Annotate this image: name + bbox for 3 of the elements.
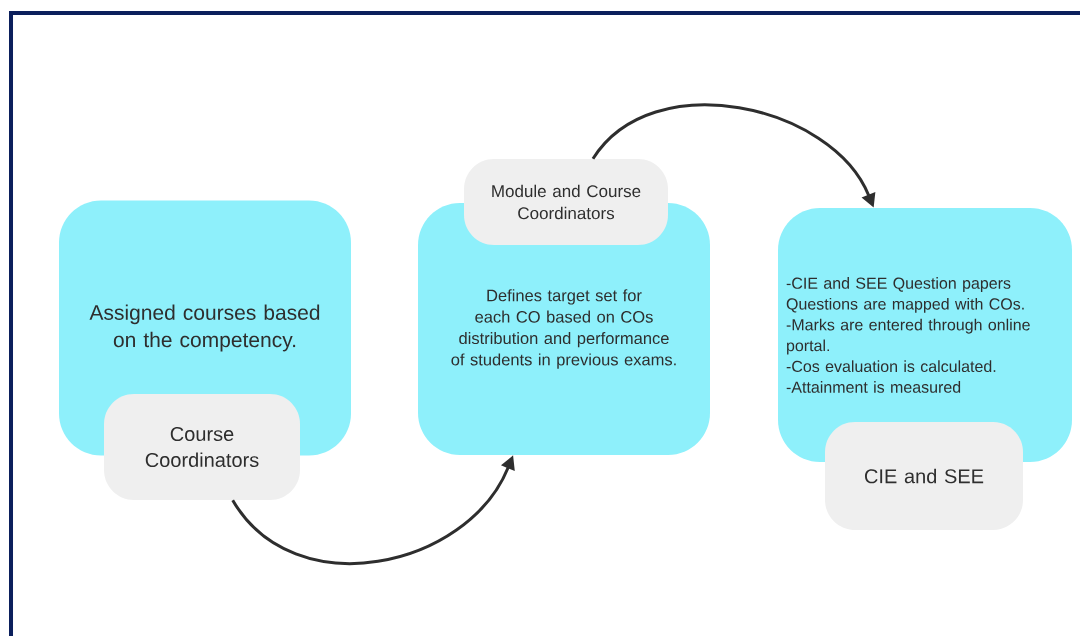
role-pill: CIE and SEE [825,422,1023,530]
role-pill: Course Coordinators [104,394,300,500]
role-pill: Module and Course Coordinators [464,159,668,245]
